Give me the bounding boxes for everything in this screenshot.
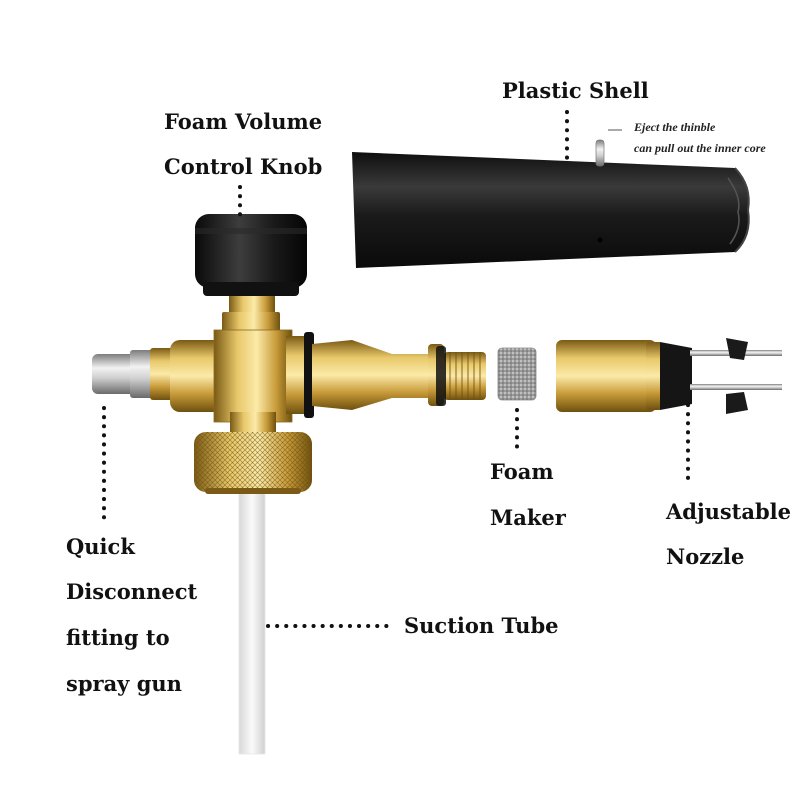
label-nozzle: Nozzle (666, 544, 745, 569)
label-control-knob: Control Knob (164, 154, 323, 179)
note-eject-thimble: Eject the thinble (634, 120, 716, 134)
foam-maker (497, 347, 537, 401)
suction-tube (238, 481, 266, 755)
lance-tube (312, 340, 486, 410)
label-plastic-shell: Plastic Shell (502, 78, 649, 103)
label-quick: Quick (66, 534, 135, 559)
note-pull-inner-core: can pull out the inner core (634, 141, 766, 155)
label-disconnect: Disconnect (66, 579, 198, 604)
quick-disconnect-fitting (92, 348, 176, 400)
label-spray-gun: spray gun (66, 671, 182, 696)
adjustable-nozzle (556, 338, 782, 414)
label-maker: Maker (490, 505, 566, 530)
leader-lines (102, 110, 690, 628)
brass-body (170, 329, 314, 440)
label-adjustable: Adjustable (666, 499, 791, 524)
label-fitting-to: fitting to (66, 625, 170, 650)
bottle-connector-nut (194, 432, 312, 494)
label-foam-volume: Foam Volume (164, 109, 323, 134)
label-foam: Foam (490, 459, 554, 484)
foam-volume-control-knob (195, 214, 307, 334)
plastic-shell (352, 139, 750, 268)
label-suction-tube: Suction Tube (404, 613, 559, 638)
thimble-pin (595, 139, 605, 167)
